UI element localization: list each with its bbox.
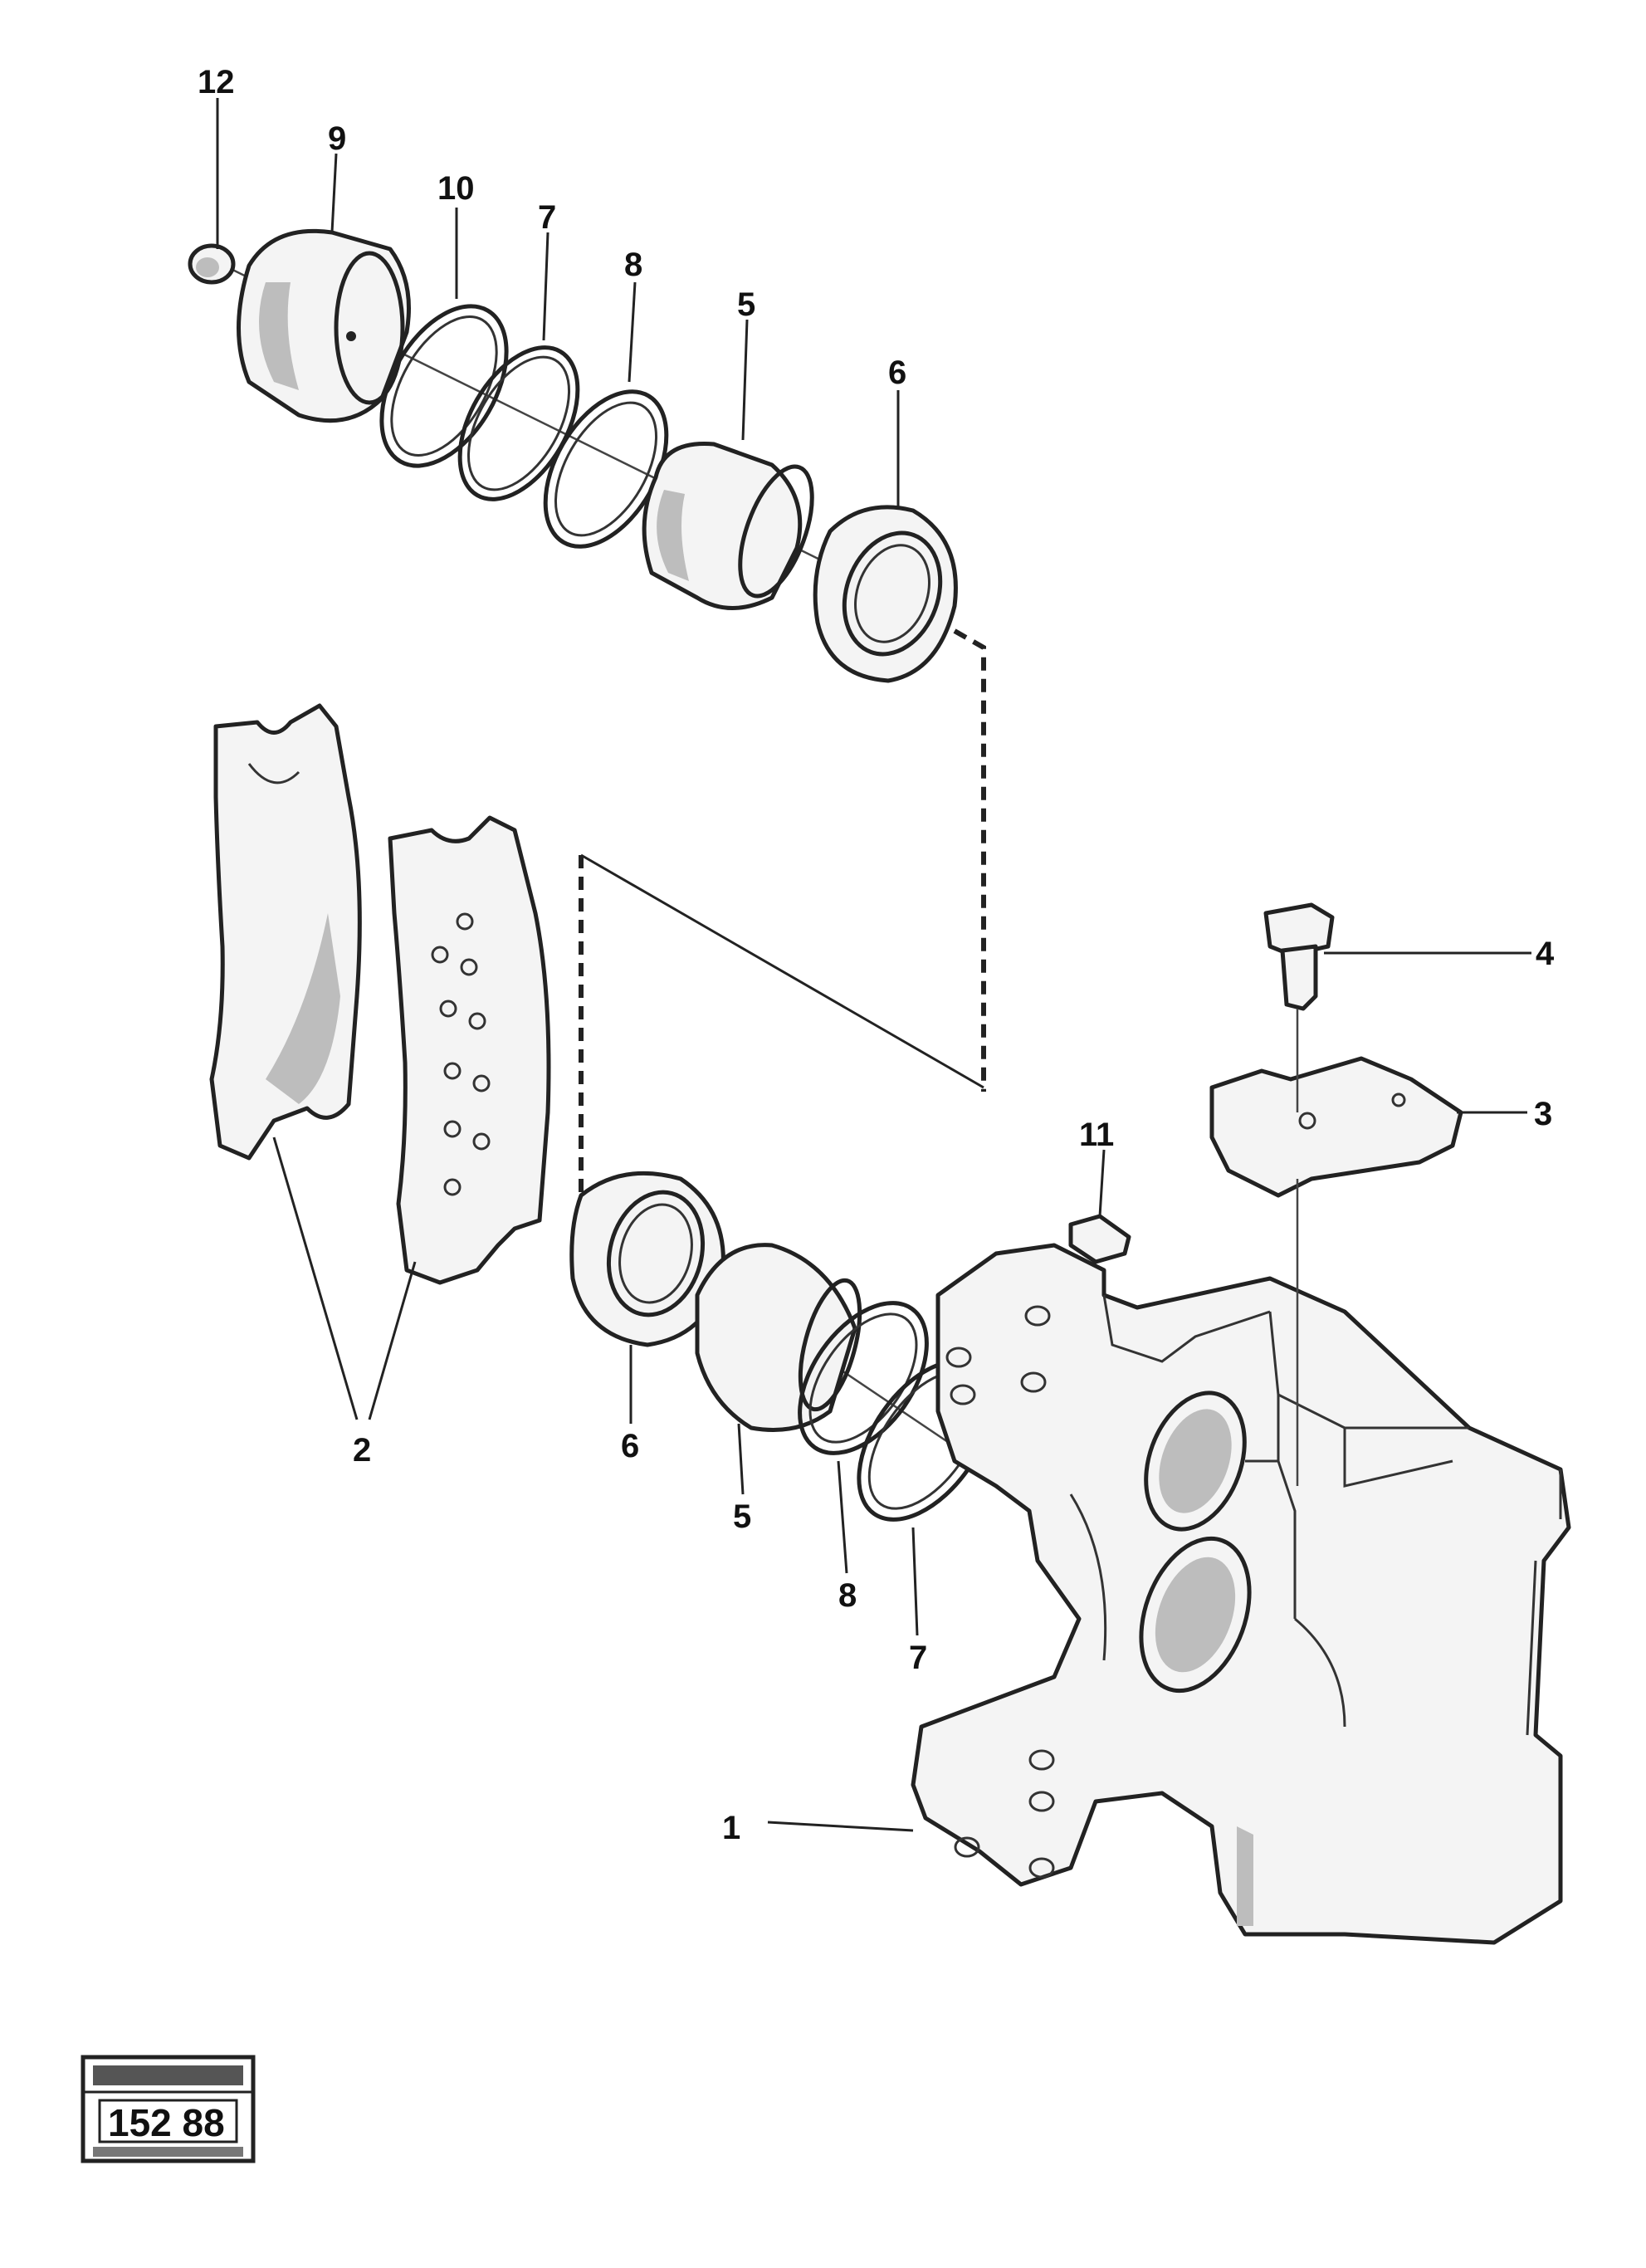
callout-8-bottom: 8 <box>838 1577 857 1614</box>
callout-6-bottom: 6 <box>621 1428 639 1464</box>
drawing-number-stamp: 152 88 <box>81 2055 256 2163</box>
callout-10: 10 <box>437 170 475 207</box>
callout-5-bottom: 5 <box>733 1498 751 1535</box>
leader-lines <box>216 98 1531 1832</box>
part-12-plug <box>188 243 236 285</box>
part-10-ring <box>379 304 509 468</box>
callout-12: 12 <box>198 64 235 100</box>
callout-6-top: 6 <box>888 354 906 391</box>
part-2-brake-pads <box>209 703 551 1285</box>
callout-1: 1 <box>722 1810 740 1846</box>
callout-labels: 12 9 10 7 8 5 6 4 3 11 2 6 5 8 7 1 <box>198 64 1555 1846</box>
part-3-clamp-plate <box>1209 1056 1463 1198</box>
part-6-seal-top <box>813 505 958 683</box>
part-9-cylinder-cap <box>237 228 411 423</box>
callout-4: 4 <box>1536 936 1555 972</box>
part-1-caliper-body <box>911 1243 1571 1945</box>
pad-holes <box>431 912 491 1196</box>
callout-11: 11 <box>1079 1117 1114 1153</box>
connector-diagonal <box>580 853 984 1089</box>
drawing-number: 152 88 <box>108 2101 225 2144</box>
callout-7-bottom: 7 <box>909 1640 927 1676</box>
part-5-piston-top <box>642 442 814 610</box>
callout-5-top: 5 <box>737 286 755 323</box>
callout-8-top: 8 <box>624 247 642 283</box>
part-11-bleeder <box>1068 1214 1131 1264</box>
part-8-ring-bottom <box>798 1301 929 1455</box>
callout-3: 3 <box>1534 1096 1552 1132</box>
callout-7-top: 7 <box>538 199 556 236</box>
callout-2: 2 <box>353 1432 371 1469</box>
callout-9: 9 <box>328 120 346 157</box>
part-4-bolt <box>1263 902 1335 1486</box>
dashed-connector-right <box>953 628 986 1092</box>
top-piston-assembly <box>188 228 958 683</box>
